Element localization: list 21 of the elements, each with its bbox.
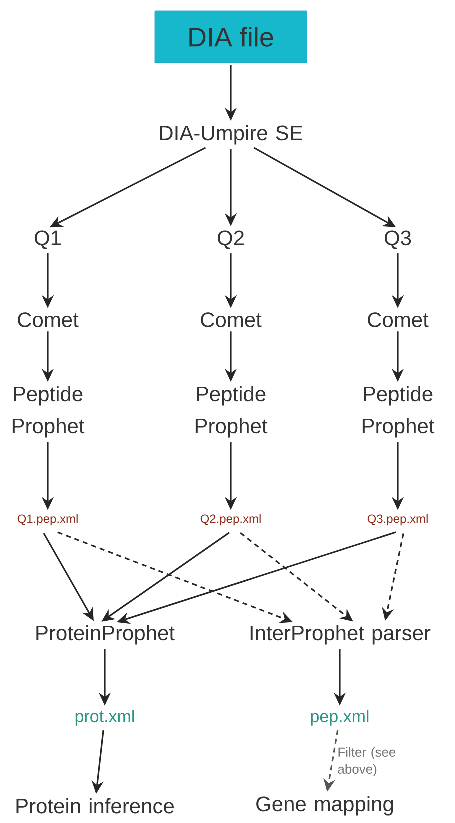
process-label: DIA-Umpire SE	[160, 125, 302, 145]
file-label: Q3.pep.xml	[368, 514, 428, 526]
process-label: Q2	[218, 230, 244, 250]
process-label: Q1	[34, 230, 61, 250]
process-label: InterProphet parser	[250, 625, 431, 645]
process-label: Peptide Prophet	[196, 386, 268, 438]
process-label: Peptide Prophet	[362, 386, 435, 438]
process-label: Peptide Prophet	[12, 386, 85, 438]
edge-label: Filter (see above)	[338, 747, 396, 777]
process-label: Protein inference	[16, 798, 174, 814]
process-label: Comet	[201, 312, 262, 328]
file-label: prot.xml	[76, 710, 134, 726]
process-label: Comet	[18, 312, 79, 328]
process-label: Gene mapping	[256, 796, 394, 816]
input-box: DIA file	[154, 10, 308, 64]
process-label: ProteinProphet	[36, 625, 175, 645]
process-label: Q3	[384, 230, 412, 250]
file-label: Q2.pep.xml	[200, 514, 261, 526]
file-label: pep.xml	[311, 710, 369, 726]
file-label: Q1.pep.xml	[18, 514, 78, 526]
process-label: Comet	[368, 312, 429, 328]
